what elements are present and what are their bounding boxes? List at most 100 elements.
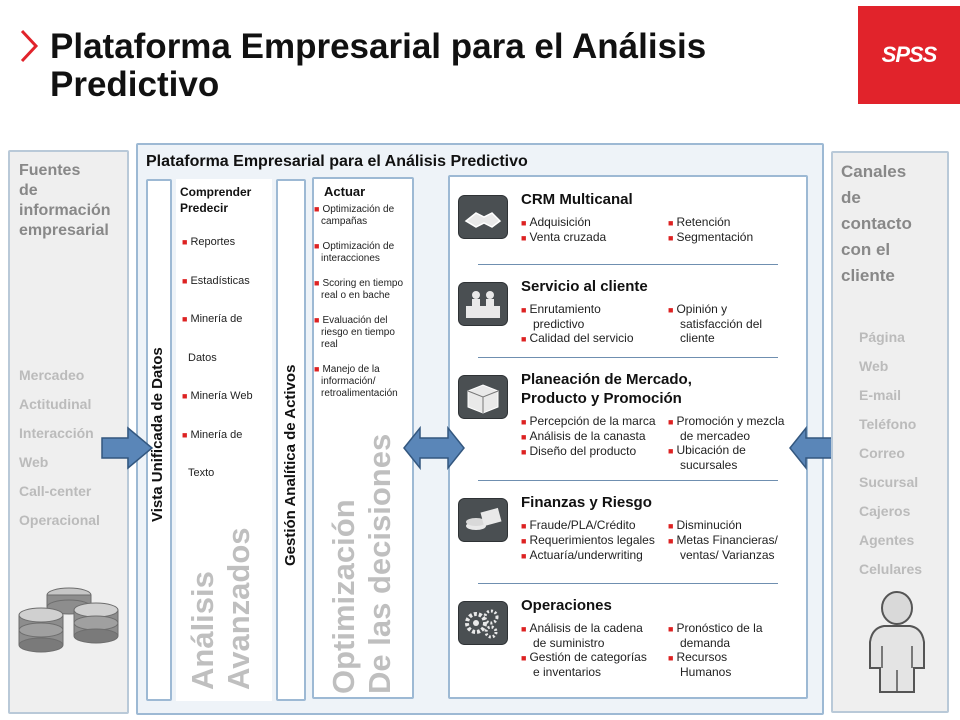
analisis-big-line: Análisis xyxy=(185,571,220,690)
section-item-text: Recursos xyxy=(676,650,728,664)
section-item-text: sucursales xyxy=(680,458,738,472)
section-item-line: sucursales xyxy=(668,458,802,472)
section-item-text: cliente xyxy=(680,331,715,345)
actuar-item-line: ■Evaluación del xyxy=(314,314,422,327)
bullet-icon: ■ xyxy=(182,429,188,440)
analisis-column xyxy=(176,179,272,701)
bullet-icon: ■ xyxy=(182,391,188,401)
section-title-line: Producto y Promoción xyxy=(521,390,682,407)
section-item-text: demanda xyxy=(680,636,731,650)
chevron-right-icon xyxy=(20,29,39,63)
actuar-item-text: información/ xyxy=(321,376,376,387)
section-item-line: predictivo xyxy=(521,317,666,331)
section-item-line: ■Enrutamiento xyxy=(521,302,666,317)
section-item-text: Opinión y xyxy=(676,302,728,316)
section-divider xyxy=(478,357,778,358)
section-item-text: Metas Financieras/ xyxy=(676,533,778,547)
section-item-line: ■Retención xyxy=(668,215,802,230)
bullet-icon: ■ xyxy=(521,218,527,228)
bullet-icon: ■ xyxy=(668,233,674,243)
bullet-icon: ■ xyxy=(521,447,527,457)
section-item: ■Metas Financieras/ventas/ Varianzas xyxy=(668,533,802,562)
double-arrow-icon xyxy=(403,425,465,471)
channel-item: Teléfono xyxy=(859,416,917,432)
channels-title-line: contacto xyxy=(841,214,912,233)
bullet-icon: ■ xyxy=(521,551,527,561)
bullet-icon: ■ xyxy=(521,432,527,442)
actuar-item-text: campañas xyxy=(321,216,368,227)
section-item-text: Enrutamiento xyxy=(529,302,601,316)
sources-title-line: Fuentes xyxy=(19,162,81,179)
section-item-text: Humanos xyxy=(680,665,732,679)
section-item-text: Fraude/PLA/Crédito xyxy=(529,518,636,532)
actuar-item-line: interacciones xyxy=(314,253,422,265)
section-item: ■Fraude/PLA/Crédito xyxy=(521,518,666,533)
source-item: Web xyxy=(19,454,49,470)
source-item: Actitudinal xyxy=(19,396,92,412)
section-item-line: ■Pronóstico de la xyxy=(668,621,802,636)
bullet-icon: ■ xyxy=(314,204,320,214)
section-item-line: ventas/ Varianzas xyxy=(668,548,802,562)
section-title: CRM Multicanal xyxy=(521,190,801,209)
channel-item: Sucursal xyxy=(859,474,919,490)
section-item-text: Promoción y mezcla xyxy=(676,414,785,428)
bullet-icon: ■ xyxy=(182,275,188,286)
section-item: ■Actuaría/underwriting xyxy=(521,548,666,563)
section-item-line: ■Actuaría/underwriting xyxy=(521,548,666,563)
bullet-icon: ■ xyxy=(314,364,320,374)
section-item-line: ■Fraude/PLA/Crédito xyxy=(521,518,666,533)
section-item: ■Diseño del producto xyxy=(521,444,666,459)
analisis-item-label: Minería de xyxy=(190,428,243,441)
sources-title-line: de xyxy=(19,182,38,199)
section-item-text: Retención xyxy=(676,215,731,229)
channel-item: Web xyxy=(859,358,889,374)
analisis-item: ■Minería de xyxy=(182,429,274,468)
actuar-item-line: ■Optimización de xyxy=(314,203,422,216)
channels-title-line: de xyxy=(841,188,861,207)
section-divider xyxy=(478,264,778,265)
analisis-head-line: Comprender xyxy=(180,185,252,199)
bullet-icon: ■ xyxy=(668,624,674,634)
bullet-icon: ■ xyxy=(314,241,320,251)
analisis-item: Texto xyxy=(182,467,274,506)
section-left-list: ■Fraude/PLA/Crédito■Requerimientos legal… xyxy=(521,518,666,563)
bullet-icon: ■ xyxy=(182,314,188,324)
section-item-line: demanda xyxy=(668,636,802,650)
arrow-right-icon xyxy=(101,426,154,470)
section-item-text: Adquisición xyxy=(529,215,591,229)
section-item-line: ■Diseño del producto xyxy=(521,444,666,459)
section-item-text: Segmentación xyxy=(676,230,754,244)
section-item-text: Diseño del producto xyxy=(529,444,637,458)
gestion-label: Gestión Analítica de Activos xyxy=(282,364,299,566)
vista-column xyxy=(146,179,172,701)
bullet-icon: ■ xyxy=(668,417,674,427)
page-title: Plataforma Empresarial para el Análisis … xyxy=(50,27,707,104)
channels-title-line: cliente xyxy=(841,266,895,285)
channel-item: Cajeros xyxy=(859,503,911,519)
actuar-item-line: ■Manejo de la xyxy=(314,363,422,376)
actuar-head: Actuar xyxy=(324,184,366,199)
source-item: Operacional xyxy=(19,512,100,528)
bullet-icon: ■ xyxy=(182,237,188,247)
actuar-item-line: información/ xyxy=(314,376,422,388)
section-item-line: ■Recursos xyxy=(668,650,802,665)
platform-title: Plataforma Empresarial para el Análisis … xyxy=(146,153,528,170)
section-item-line: ■Análisis de la cadena xyxy=(521,621,666,636)
section-title-line: Operaciones xyxy=(521,597,612,614)
section-item-line: ■Disminución xyxy=(668,518,802,533)
section-item-line: ■Segmentación xyxy=(668,230,802,245)
section-item-text: satisfacción del xyxy=(680,317,763,331)
section-item-text: Pronóstico de la xyxy=(676,621,763,635)
bullet-icon: ■ xyxy=(668,446,674,456)
section-item-text: Gestión de categorías xyxy=(529,650,647,664)
